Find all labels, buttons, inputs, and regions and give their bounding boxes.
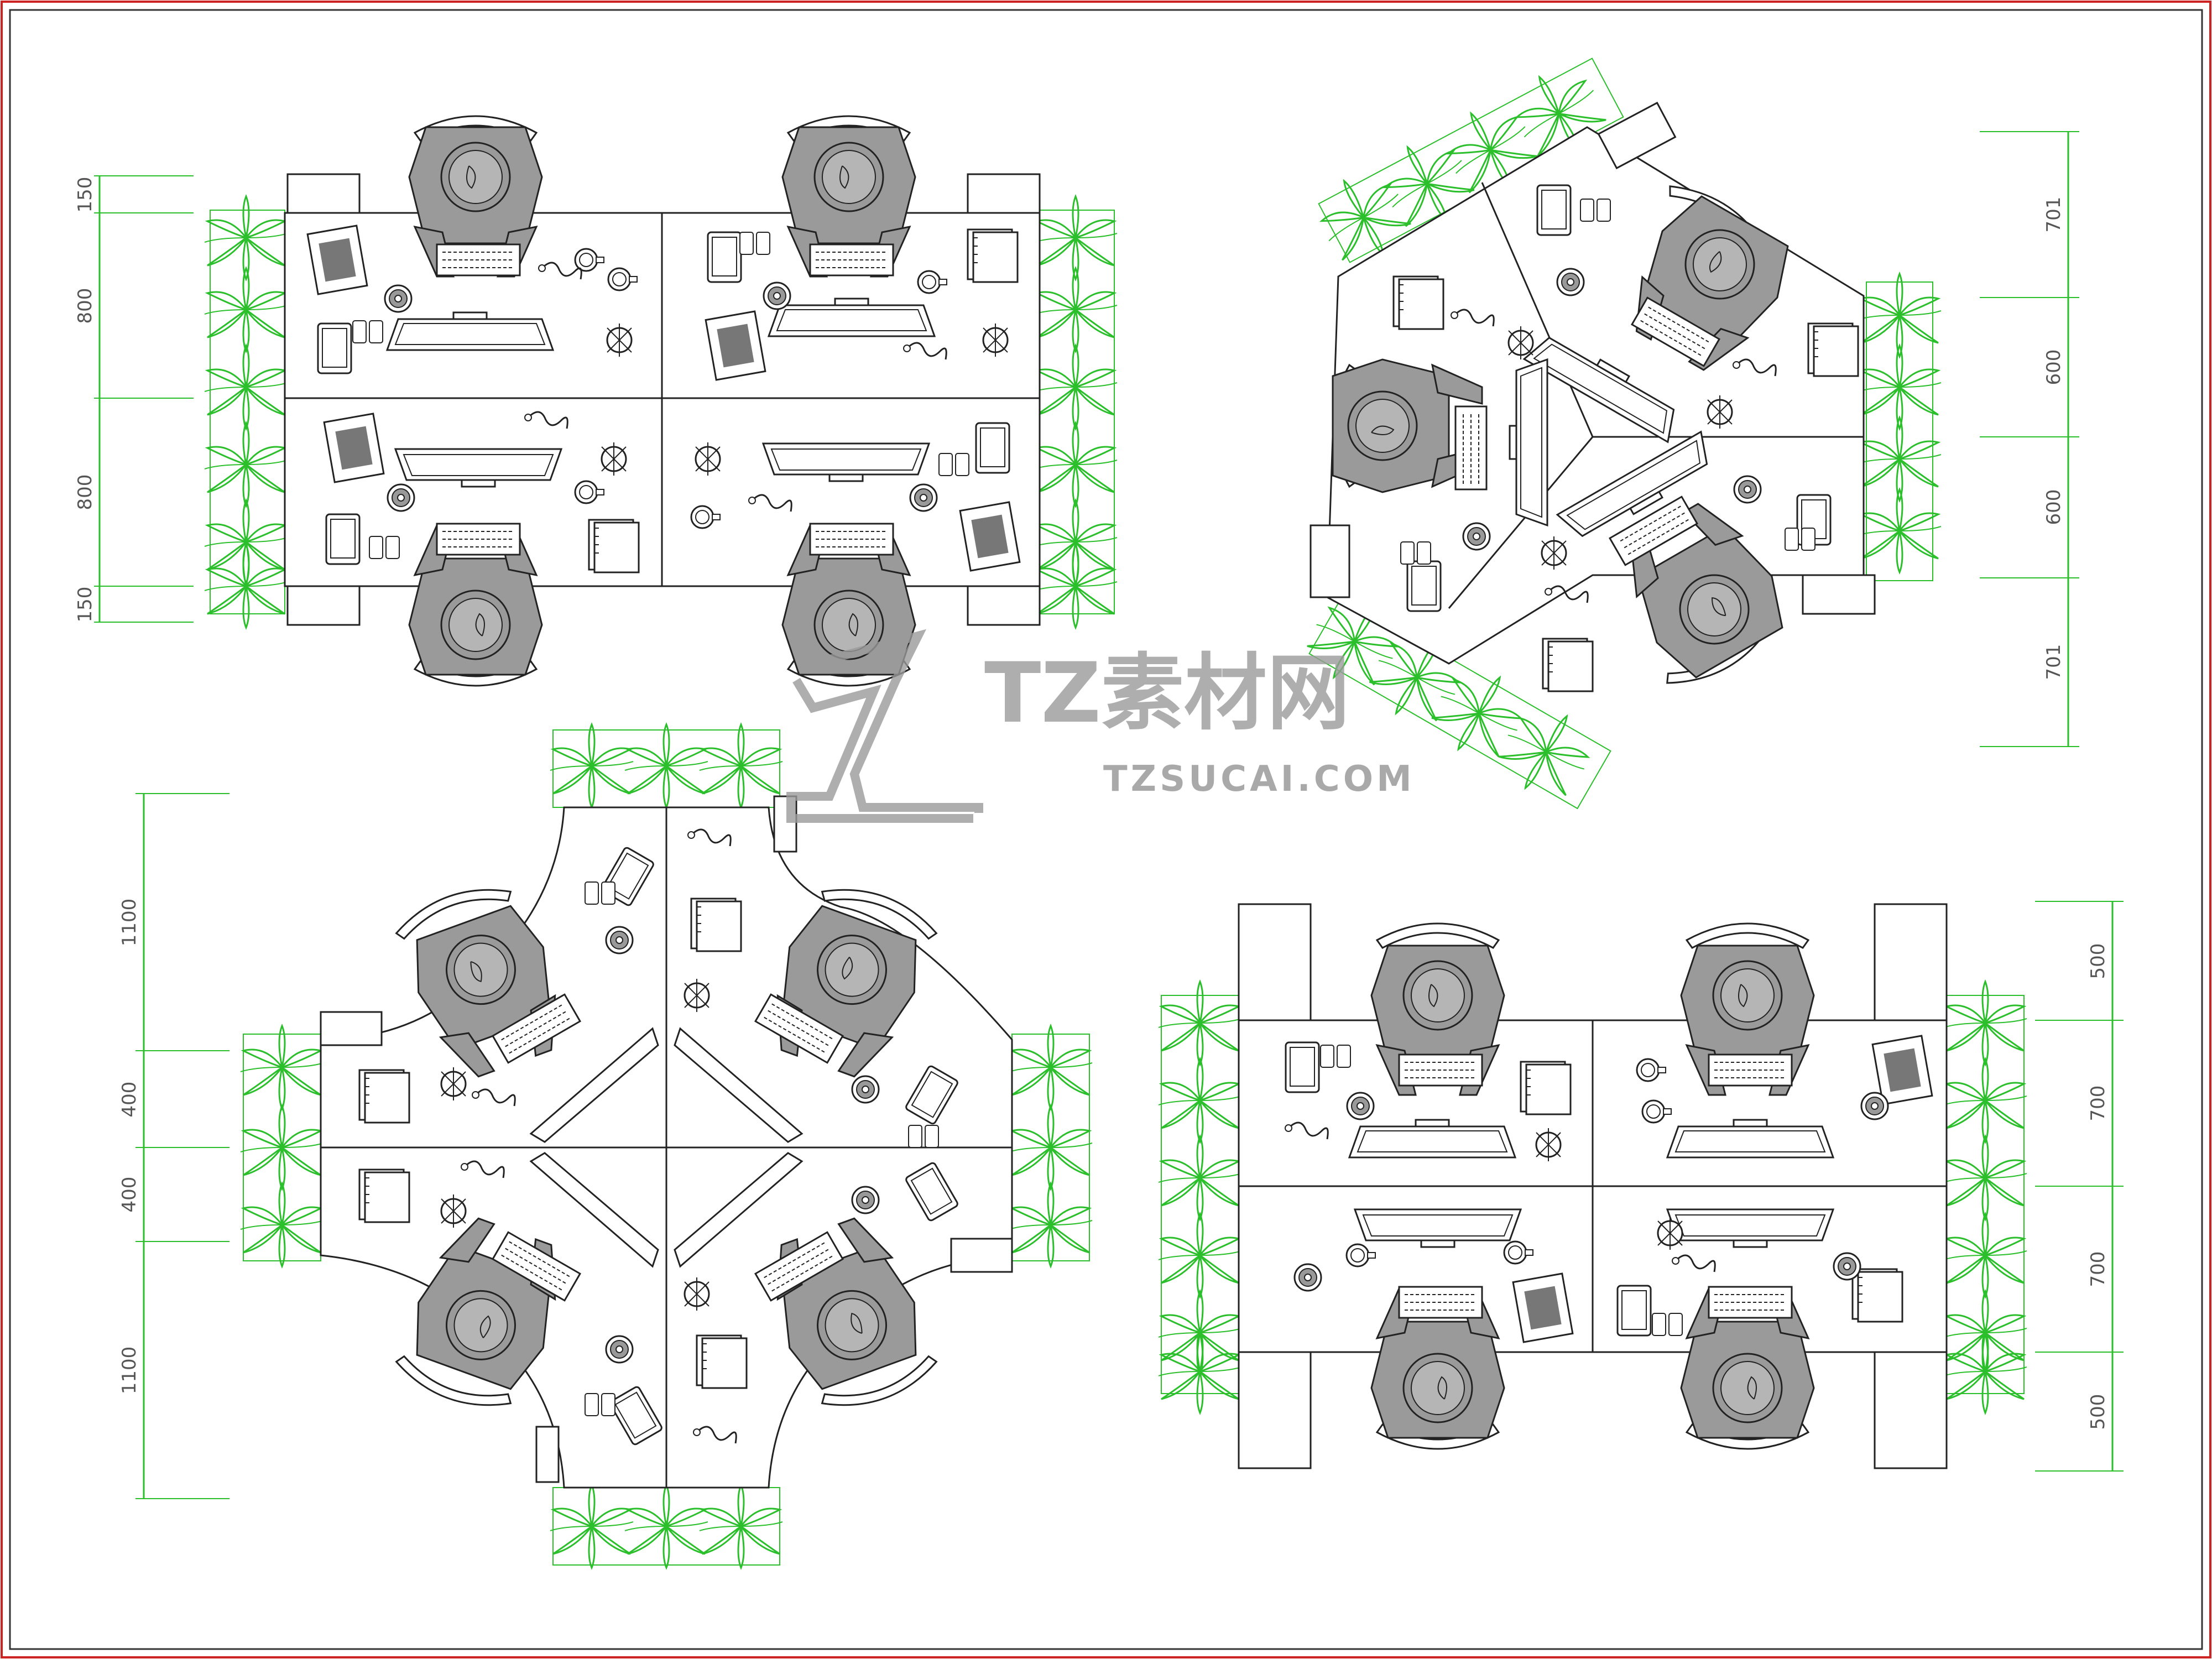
laptop-icon <box>436 523 521 556</box>
ornament-icon <box>851 1186 880 1214</box>
dimension-label: 700 <box>2087 1251 2109 1287</box>
ornament-icon <box>605 926 634 954</box>
dimension-line-top-right: 701 600 600 701 <box>1980 131 2079 747</box>
ornament-icon <box>1462 522 1491 551</box>
tablet-icon <box>1536 184 1572 236</box>
dimension-label: 500 <box>2087 1394 2109 1430</box>
dimension-label: 1100 <box>118 1347 140 1395</box>
dimension-label: 1100 <box>118 899 140 947</box>
ornament-icon <box>384 284 413 313</box>
notebook-icon <box>1392 275 1444 330</box>
document-icon <box>1512 1272 1574 1343</box>
ornament-icon <box>1733 475 1762 504</box>
ornament-icon <box>387 483 415 512</box>
dimension-label: 500 <box>2087 943 2109 979</box>
dimension-label: 701 <box>2043 197 2065 233</box>
notebook-icon <box>358 1168 410 1223</box>
layout-top-left: 150 800 800 150 <box>74 115 1118 687</box>
plant-strip-bottom <box>549 1484 784 1569</box>
laptop-icon <box>809 523 894 556</box>
document-icon <box>323 413 385 483</box>
laptop-icon <box>1708 1053 1793 1087</box>
tablet-icon <box>1616 1285 1652 1337</box>
notebook-icon <box>358 1069 410 1124</box>
ornament-icon <box>1346 1092 1375 1120</box>
notebook-icon <box>588 519 640 573</box>
dimension-label: 800 <box>74 474 96 510</box>
tablet-icon <box>1406 560 1442 612</box>
dimension-label: 600 <box>2043 489 2065 525</box>
layout-bottom-right: 500 700 700 500 <box>1157 901 2124 1472</box>
notebook-icon <box>967 228 1019 283</box>
ornament-icon <box>763 281 791 310</box>
ornament-icon <box>1860 1092 1889 1120</box>
tablet-icon <box>317 322 352 374</box>
dimension-label: 400 <box>118 1082 140 1118</box>
dimension-label: 800 <box>74 288 96 324</box>
tablet-icon <box>1285 1041 1320 1093</box>
plant-strip-right <box>1033 195 1118 629</box>
tablet-icon <box>325 513 361 565</box>
ornament-icon <box>909 483 938 512</box>
laptop-icon <box>1708 1286 1793 1319</box>
watermark: TZ素材网 TZSUCAI.COM <box>786 629 1415 823</box>
ornament-icon <box>851 1075 880 1104</box>
laptop-icon <box>1454 405 1488 491</box>
dimension-label: 400 <box>118 1177 140 1213</box>
laptop-icon <box>809 243 894 276</box>
laptop-icon <box>436 243 521 276</box>
notebook-icon <box>1520 1061 1572 1115</box>
laptop-icon <box>1398 1286 1483 1319</box>
plant-strip-right <box>1943 980 2028 1414</box>
dimension-line-bottom-left: 1100 400 400 1100 <box>118 793 229 1499</box>
document-icon <box>705 310 766 381</box>
plant-strip-left <box>204 195 289 629</box>
chair-icon <box>1376 922 1500 949</box>
ornament-icon <box>1556 268 1585 296</box>
dimension-label: 700 <box>2087 1086 2109 1121</box>
tablet-icon <box>975 422 1010 474</box>
ornament-icon <box>1833 1252 1861 1281</box>
watermark-logo-icon <box>786 629 983 823</box>
laptop-icon <box>1398 1053 1483 1087</box>
notebook-icon <box>1542 638 1594 692</box>
plant-strip-bottom <box>1297 584 1611 810</box>
dimension-label: 150 <box>74 587 96 623</box>
notebook-icon <box>696 1334 748 1389</box>
notebook-icon <box>1807 322 1859 377</box>
dimension-label: 150 <box>74 177 96 213</box>
plant-strip-right <box>1008 1025 1093 1267</box>
watermark-url: TZSUCAI.COM <box>1103 759 1415 800</box>
plant-strip-right <box>1857 273 1942 581</box>
plant-strip-left <box>239 1025 325 1267</box>
tablet-icon <box>707 231 742 283</box>
document-icon <box>959 501 1021 572</box>
plant-strip-top <box>549 723 784 808</box>
inner-frame <box>9 9 2203 1650</box>
layout-bottom-left: 1100 400 400 1100 <box>118 723 1093 1569</box>
notebook-icon <box>690 898 742 952</box>
dimension-label: 701 <box>2043 644 2065 680</box>
document-icon <box>306 225 368 295</box>
dimension-label: 600 <box>2043 349 2065 385</box>
chair-icon <box>1686 922 1809 949</box>
plant-strip-left <box>1157 980 1243 1414</box>
notebook-icon <box>1851 1268 1903 1323</box>
layout-top-right: 701 600 600 701 <box>1297 56 2079 810</box>
dimension-line-bottom-right: 500 700 700 500 <box>2035 901 2124 1472</box>
ornament-icon <box>1293 1263 1322 1292</box>
ornament-icon <box>605 1335 634 1364</box>
watermark-chinese: TZ素材网 <box>984 645 1350 742</box>
dimension-line-top-left: 150 800 800 150 <box>74 175 194 623</box>
